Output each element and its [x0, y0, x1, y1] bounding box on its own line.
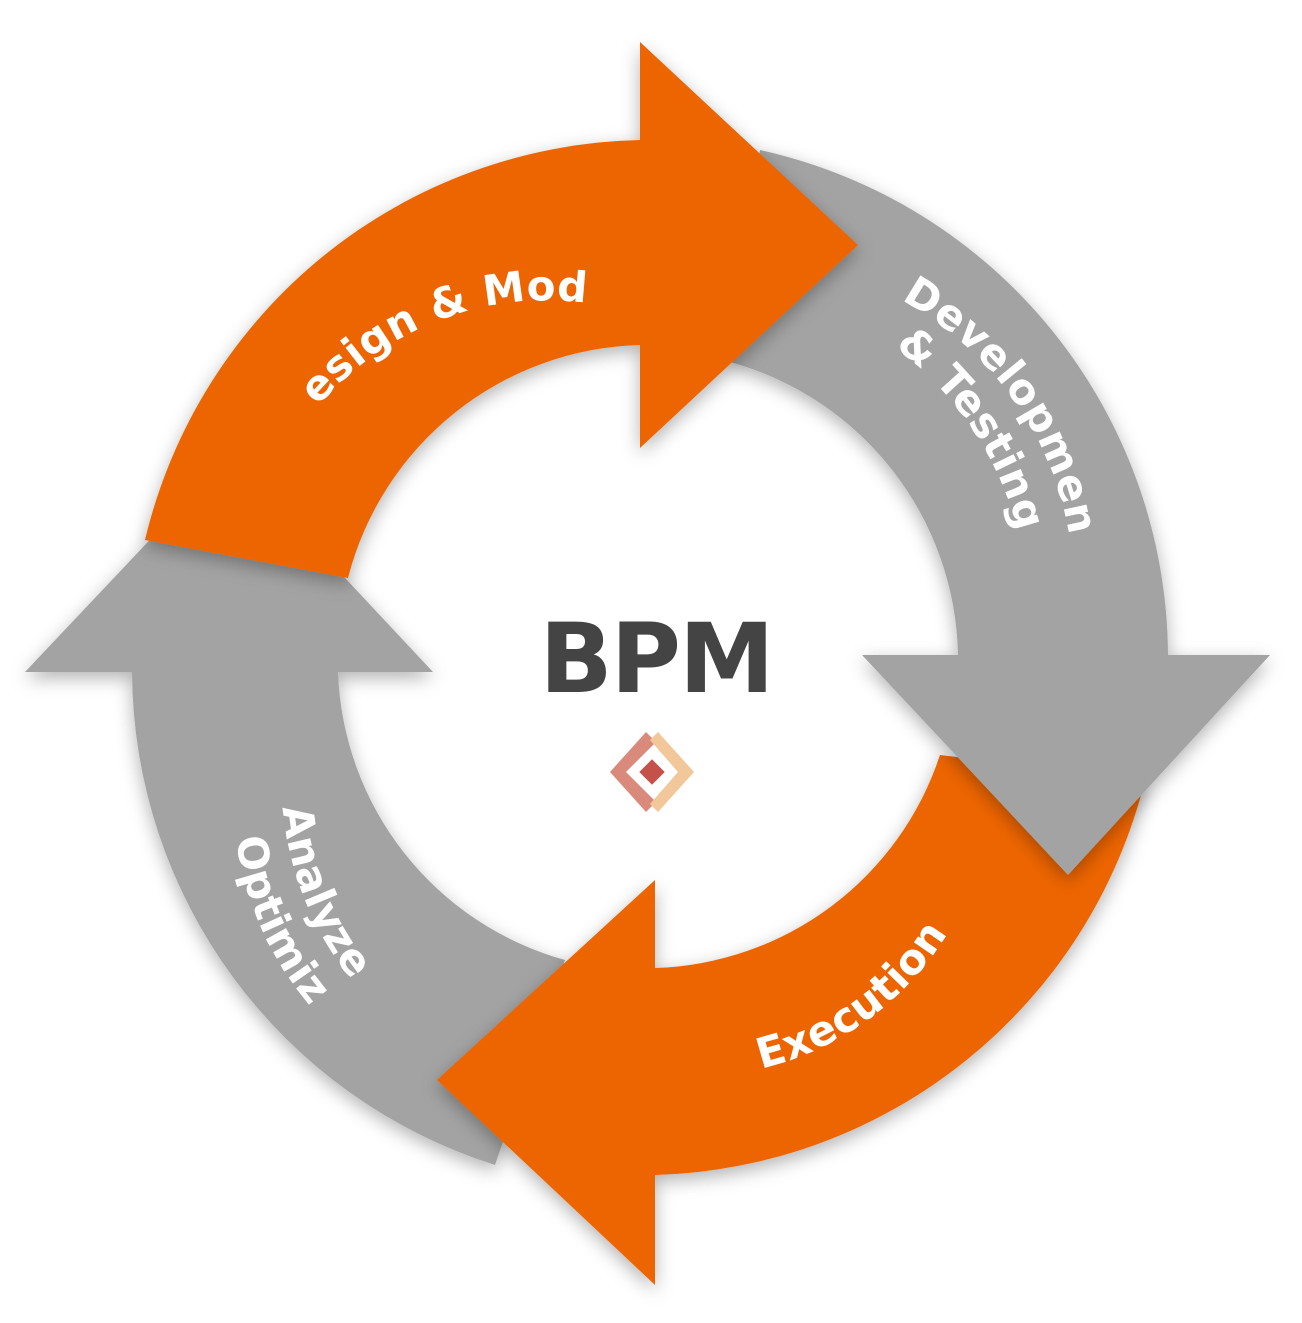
center-title: BPM [539, 603, 772, 715]
analyze-optimize-arrow [25, 455, 565, 1165]
design-model-arrow [145, 42, 858, 578]
development-testing-arrow [730, 150, 1270, 875]
diamond-chevron-logo-icon [610, 732, 694, 812]
execution-arrow [437, 755, 1145, 1285]
